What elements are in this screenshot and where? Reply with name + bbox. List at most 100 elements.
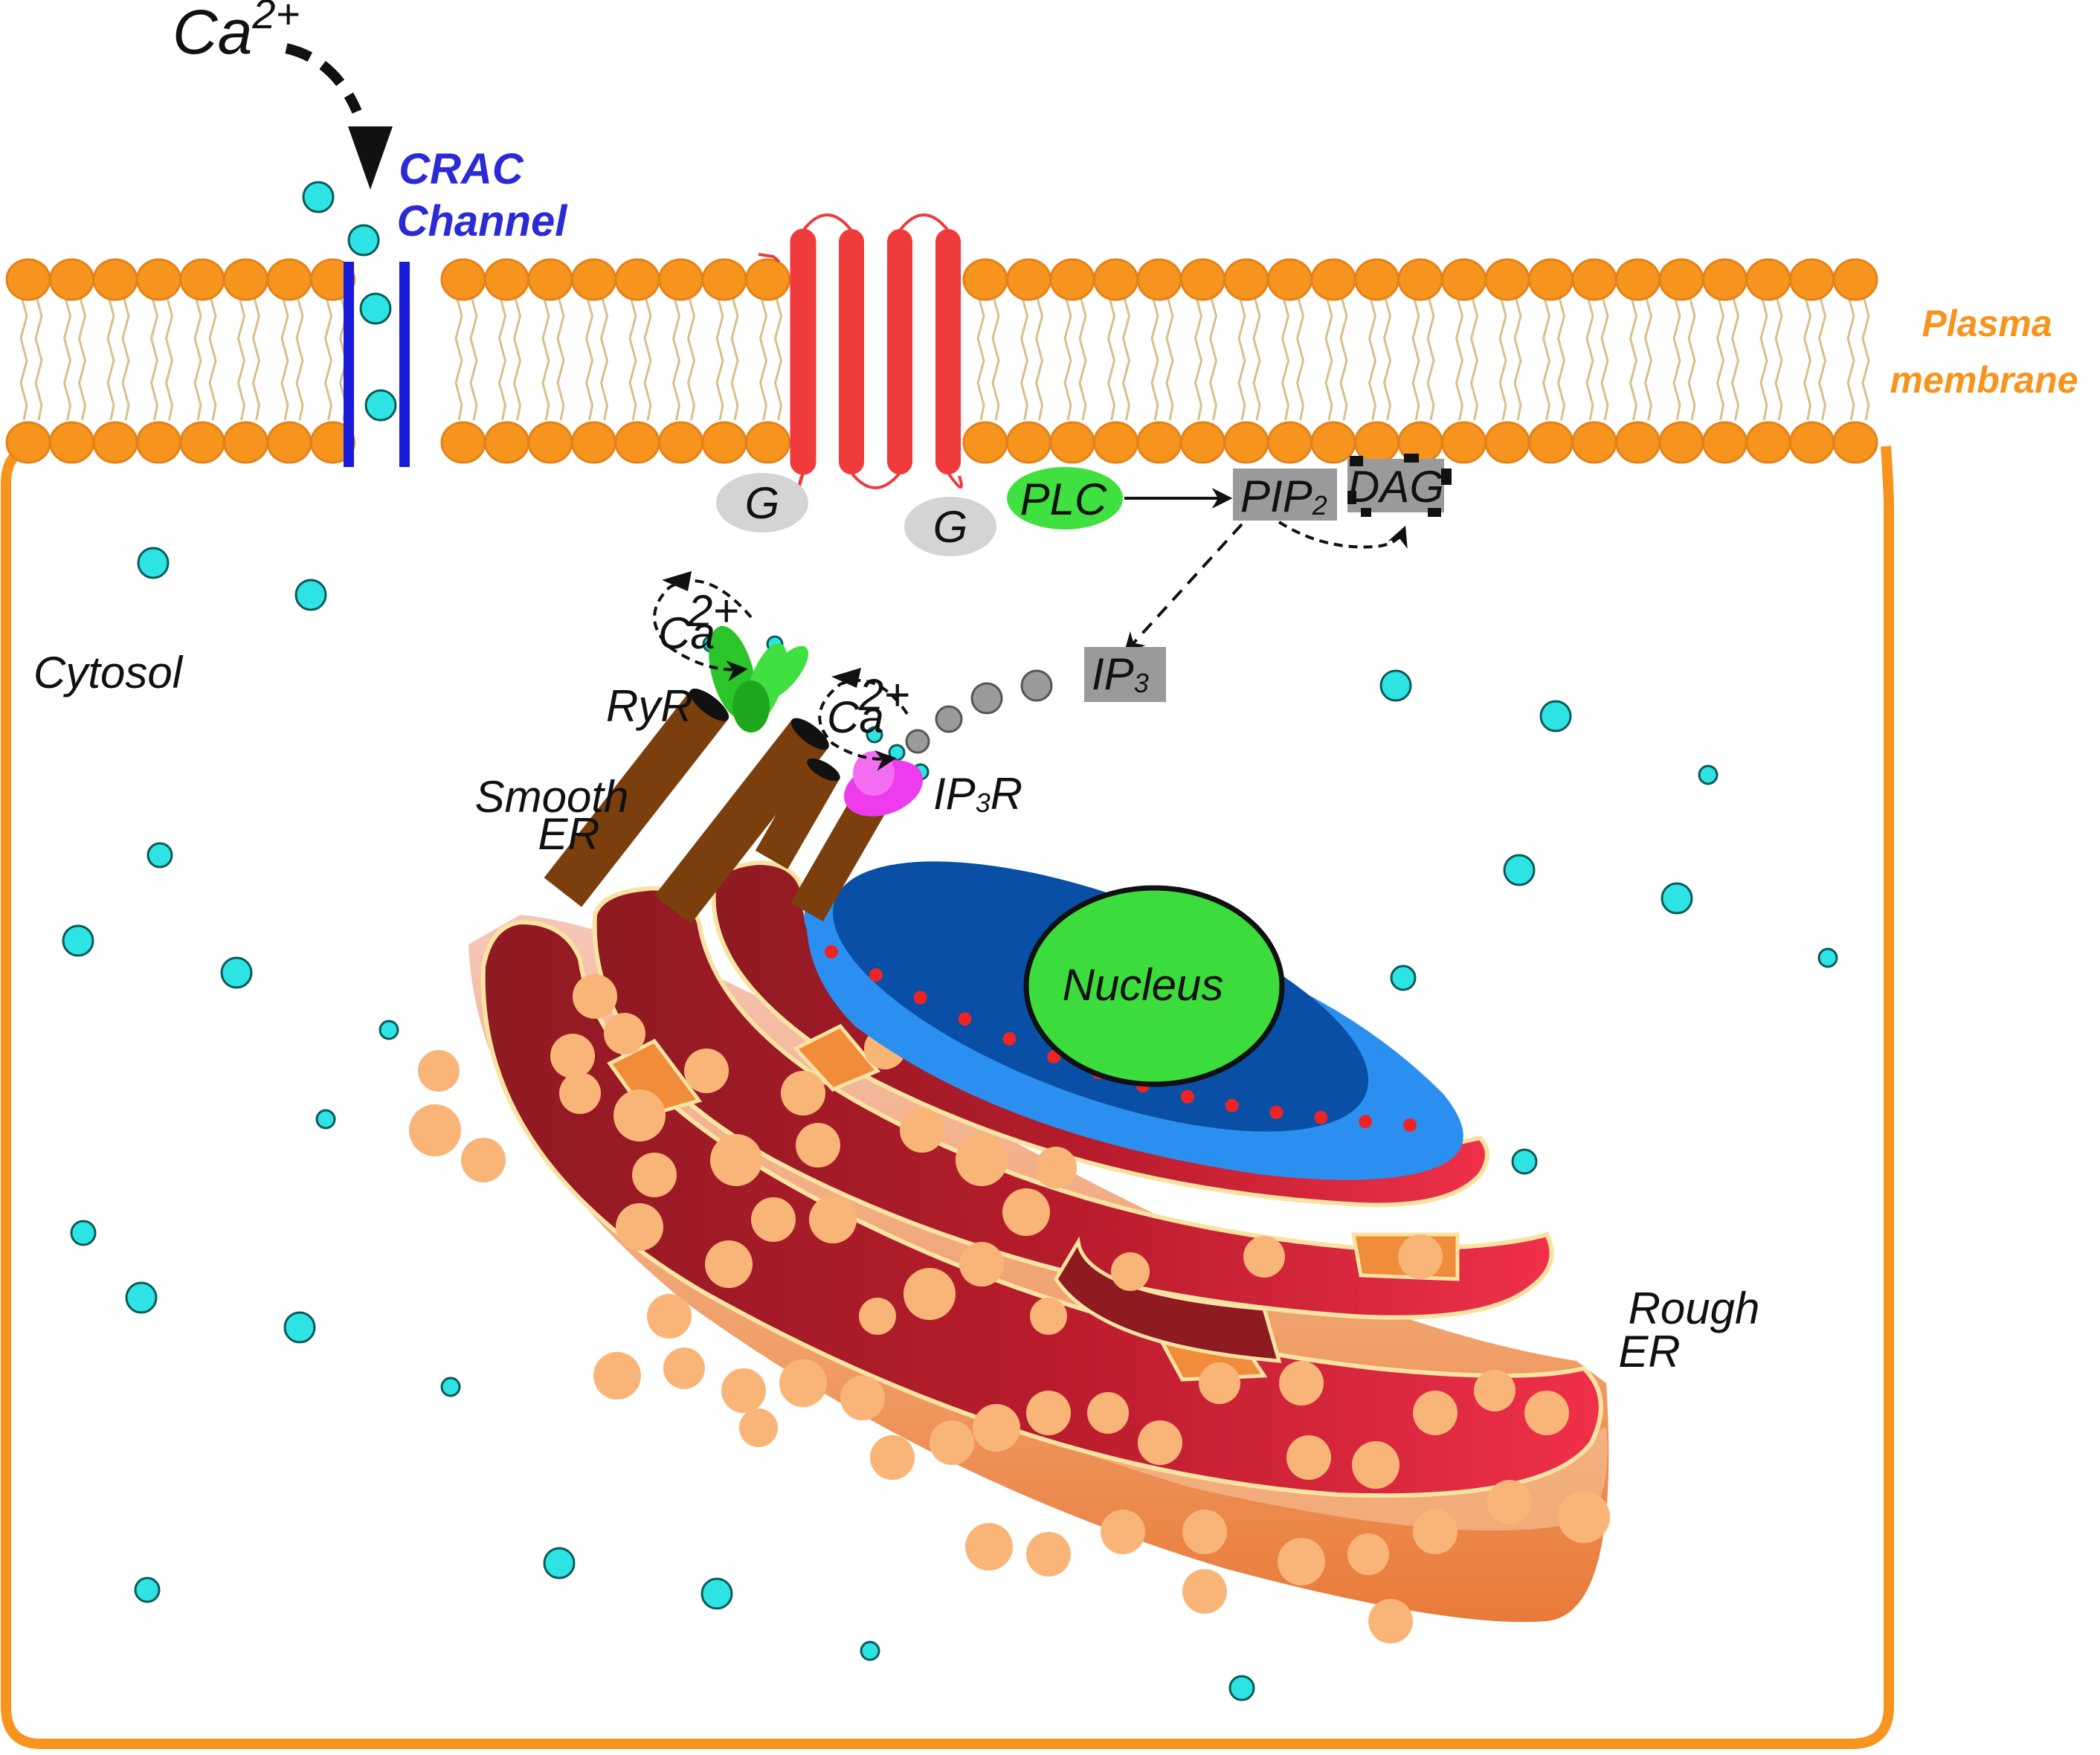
lipid-head [571,258,616,301]
ribosome [1087,1392,1129,1434]
lipid-tail [730,293,739,421]
lipid-head [5,421,51,464]
lipid-tail [599,293,609,421]
lipid-head [1310,421,1356,464]
ribosome [739,1408,778,1447]
ribosome [973,1404,1020,1452]
ribosome [751,1197,796,1242]
lipid-tail [77,293,87,421]
lipid-tail [1585,293,1594,421]
lipid-head [179,258,225,301]
ribosome [959,1242,1004,1287]
cell-boundary [1,441,1894,1749]
lipid-head [701,421,747,464]
lipid-head [1093,421,1138,464]
ca-entry-arrow [285,43,362,114]
ribosome [1182,1510,1227,1554]
lipid-tail [1121,293,1131,421]
nuclear-pore [1002,1031,1017,1046]
ribosome [1243,1236,1285,1278]
lipid-head [1528,421,1574,464]
ribosome [1286,1435,1331,1480]
ribosome [559,1072,601,1114]
ribosome [1352,1441,1400,1489]
lipid-tail [1368,293,1377,421]
lipid-head [1702,258,1748,301]
calcium-ion [359,292,392,325]
crac-channel [344,262,410,467]
smooth-er-label-line2: ER [538,809,599,859]
calcium-ion [1503,854,1536,886]
dag-label: DAG [1347,462,1444,512]
lipid-tail [295,293,304,421]
pip2-label: PIP2 [1240,471,1327,521]
ribosome [1030,1298,1067,1335]
lipid-head [5,258,51,301]
lipid-tail [1600,293,1609,421]
lipid-tail [193,293,202,421]
calcium-ion [220,956,253,989]
calcium-ion [283,1311,316,1344]
lipid-tail [280,293,289,421]
ribosomes [409,974,1610,1643]
lipid-head [179,421,225,464]
ribosome [840,1376,885,1420]
lipid-head [614,421,660,464]
lipid-tail [1542,293,1551,421]
lipid-tail [34,293,43,421]
lipid-head [1484,258,1530,301]
lipid-head [1136,258,1182,301]
lipid-tail [62,293,72,421]
ribosome [1487,1480,1532,1524]
ribosome [550,1034,595,1078]
lipid-head [1745,421,1791,464]
lipid-tail [1382,293,1392,421]
lipid-tail [1556,293,1566,421]
ribosome [616,1203,663,1251]
crac-label-line1: CRAC [399,145,524,193]
lipid-head [745,421,790,464]
ca-entry-arrowhead [348,126,393,190]
ribosome [1035,1147,1077,1188]
ribosome [573,974,617,1019]
lipid-tail [512,293,522,421]
ribosome [1026,1391,1071,1435]
lipid-head [1441,258,1487,301]
pip2-box [1233,468,1337,521]
ribosome [632,1153,677,1197]
lipid-head [527,258,573,301]
ribosome [1474,1370,1516,1411]
lipid-tail [758,293,768,421]
rough-er-label-line1: Rough [1629,1284,1760,1333]
calcium-ion [347,224,380,257]
calcium-ion [860,1640,880,1661]
nuclear-pore [913,991,927,1005]
ribosome [1138,1420,1182,1465]
calcium-ion [1698,764,1719,785]
ribosome [1347,1533,1389,1575]
lipid-tail [1730,293,1740,421]
lipid-head [1658,258,1704,301]
lipid-tail [1861,293,1870,421]
lipid-tail [628,293,637,421]
lipid-tails [19,293,1870,421]
lipid-head [962,258,1008,301]
lipid-head [658,258,703,301]
lipid-tail [686,293,696,421]
lipid-head [701,258,747,301]
ribosome [956,1134,1008,1186]
ryr-release-arrowhead [662,571,692,591]
lipid-tail [715,293,724,421]
lipid-tail [106,293,115,421]
ribosome [781,1071,825,1115]
lipid-tail [1759,293,1768,421]
lipid-tail [1020,293,1029,421]
lipid-head [1789,421,1835,464]
lipid-tail [1411,293,1420,421]
calcium-ion [379,1020,399,1040]
lipid-head [266,421,312,464]
lipid-tail [991,293,1000,421]
lipid-head [49,421,94,464]
lipid-tail [976,293,985,421]
lipid-tail [208,293,217,421]
